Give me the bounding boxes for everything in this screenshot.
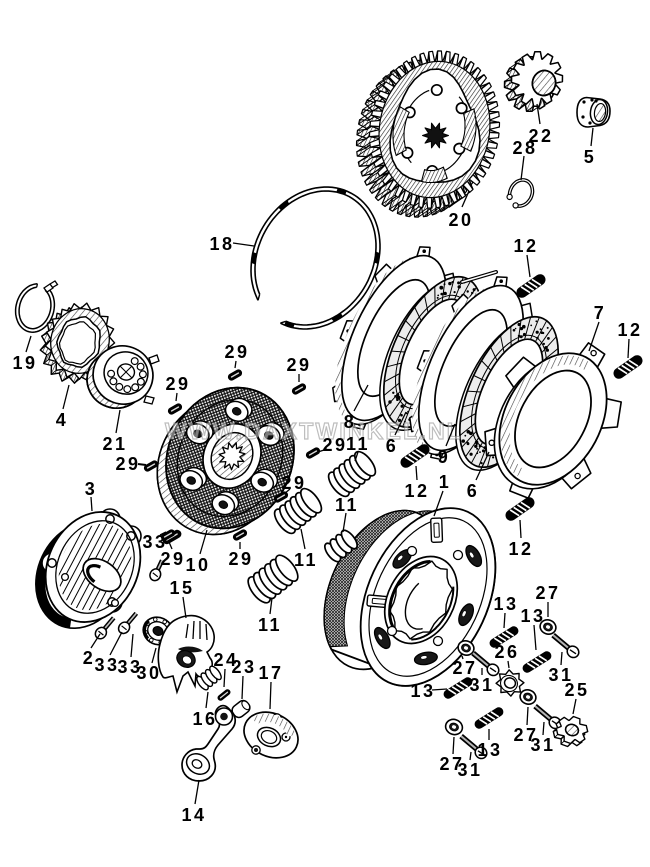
svg-text:33: 33 <box>94 655 119 675</box>
svg-text:1: 1 <box>439 472 452 492</box>
svg-text:6: 6 <box>386 436 399 456</box>
svg-text:33: 33 <box>117 657 142 677</box>
svg-text:29: 29 <box>115 454 140 474</box>
svg-text:31: 31 <box>548 665 573 685</box>
svg-text:15: 15 <box>169 578 194 598</box>
svg-text:16: 16 <box>192 709 217 729</box>
svg-text:17: 17 <box>258 663 283 683</box>
svg-text:29: 29 <box>165 374 190 394</box>
svg-text:26: 26 <box>494 642 519 662</box>
svg-text:11: 11 <box>258 615 282 635</box>
svg-text:30: 30 <box>136 663 161 683</box>
svg-text:18: 18 <box>209 234 234 254</box>
svg-text:29: 29 <box>281 473 306 493</box>
svg-text:6: 6 <box>467 481 480 501</box>
svg-text:12: 12 <box>513 236 538 256</box>
svg-text:13: 13 <box>520 606 545 626</box>
svg-text:25: 25 <box>564 680 589 700</box>
svg-text:29: 29 <box>228 549 253 569</box>
svg-text:22: 22 <box>528 126 553 146</box>
svg-text:33: 33 <box>142 532 167 552</box>
svg-text:27: 27 <box>439 754 464 774</box>
svg-text:14: 14 <box>181 805 206 825</box>
svg-text:3: 3 <box>85 479 98 499</box>
svg-text:11: 11 <box>346 434 370 454</box>
svg-text:13: 13 <box>477 740 502 760</box>
svg-text:2: 2 <box>83 648 96 668</box>
svg-text:27: 27 <box>535 583 560 603</box>
svg-text:29: 29 <box>286 355 311 375</box>
svg-text:11: 11 <box>335 495 359 515</box>
svg-text:31: 31 <box>530 735 555 755</box>
svg-text:13: 13 <box>410 681 435 701</box>
svg-text:WWW.DAXTWINKEL.NL: WWW.DAXTWINKEL.NL <box>165 418 463 444</box>
svg-text:24: 24 <box>213 650 238 670</box>
svg-text:12: 12 <box>508 539 533 559</box>
svg-text:31: 31 <box>469 675 494 695</box>
svg-text:12: 12 <box>404 481 429 501</box>
svg-text:29: 29 <box>224 342 249 362</box>
svg-text:23: 23 <box>231 657 256 677</box>
svg-text:10: 10 <box>185 555 210 575</box>
svg-text:4: 4 <box>56 410 69 430</box>
svg-text:20: 20 <box>448 210 473 230</box>
svg-text:27: 27 <box>513 725 538 745</box>
svg-text:12: 12 <box>617 320 642 340</box>
svg-text:7: 7 <box>594 303 607 323</box>
svg-text:21: 21 <box>102 434 127 454</box>
svg-text:29: 29 <box>322 435 347 455</box>
svg-text:19: 19 <box>12 353 37 373</box>
svg-text:31: 31 <box>457 760 482 780</box>
svg-text:27: 27 <box>452 658 477 678</box>
svg-text:9: 9 <box>438 447 451 467</box>
svg-text:13: 13 <box>493 594 518 614</box>
svg-text:8: 8 <box>344 412 357 432</box>
svg-text:5: 5 <box>584 147 597 167</box>
svg-text:29: 29 <box>160 549 185 569</box>
svg-text:28: 28 <box>512 138 537 158</box>
svg-text:11: 11 <box>294 550 318 570</box>
